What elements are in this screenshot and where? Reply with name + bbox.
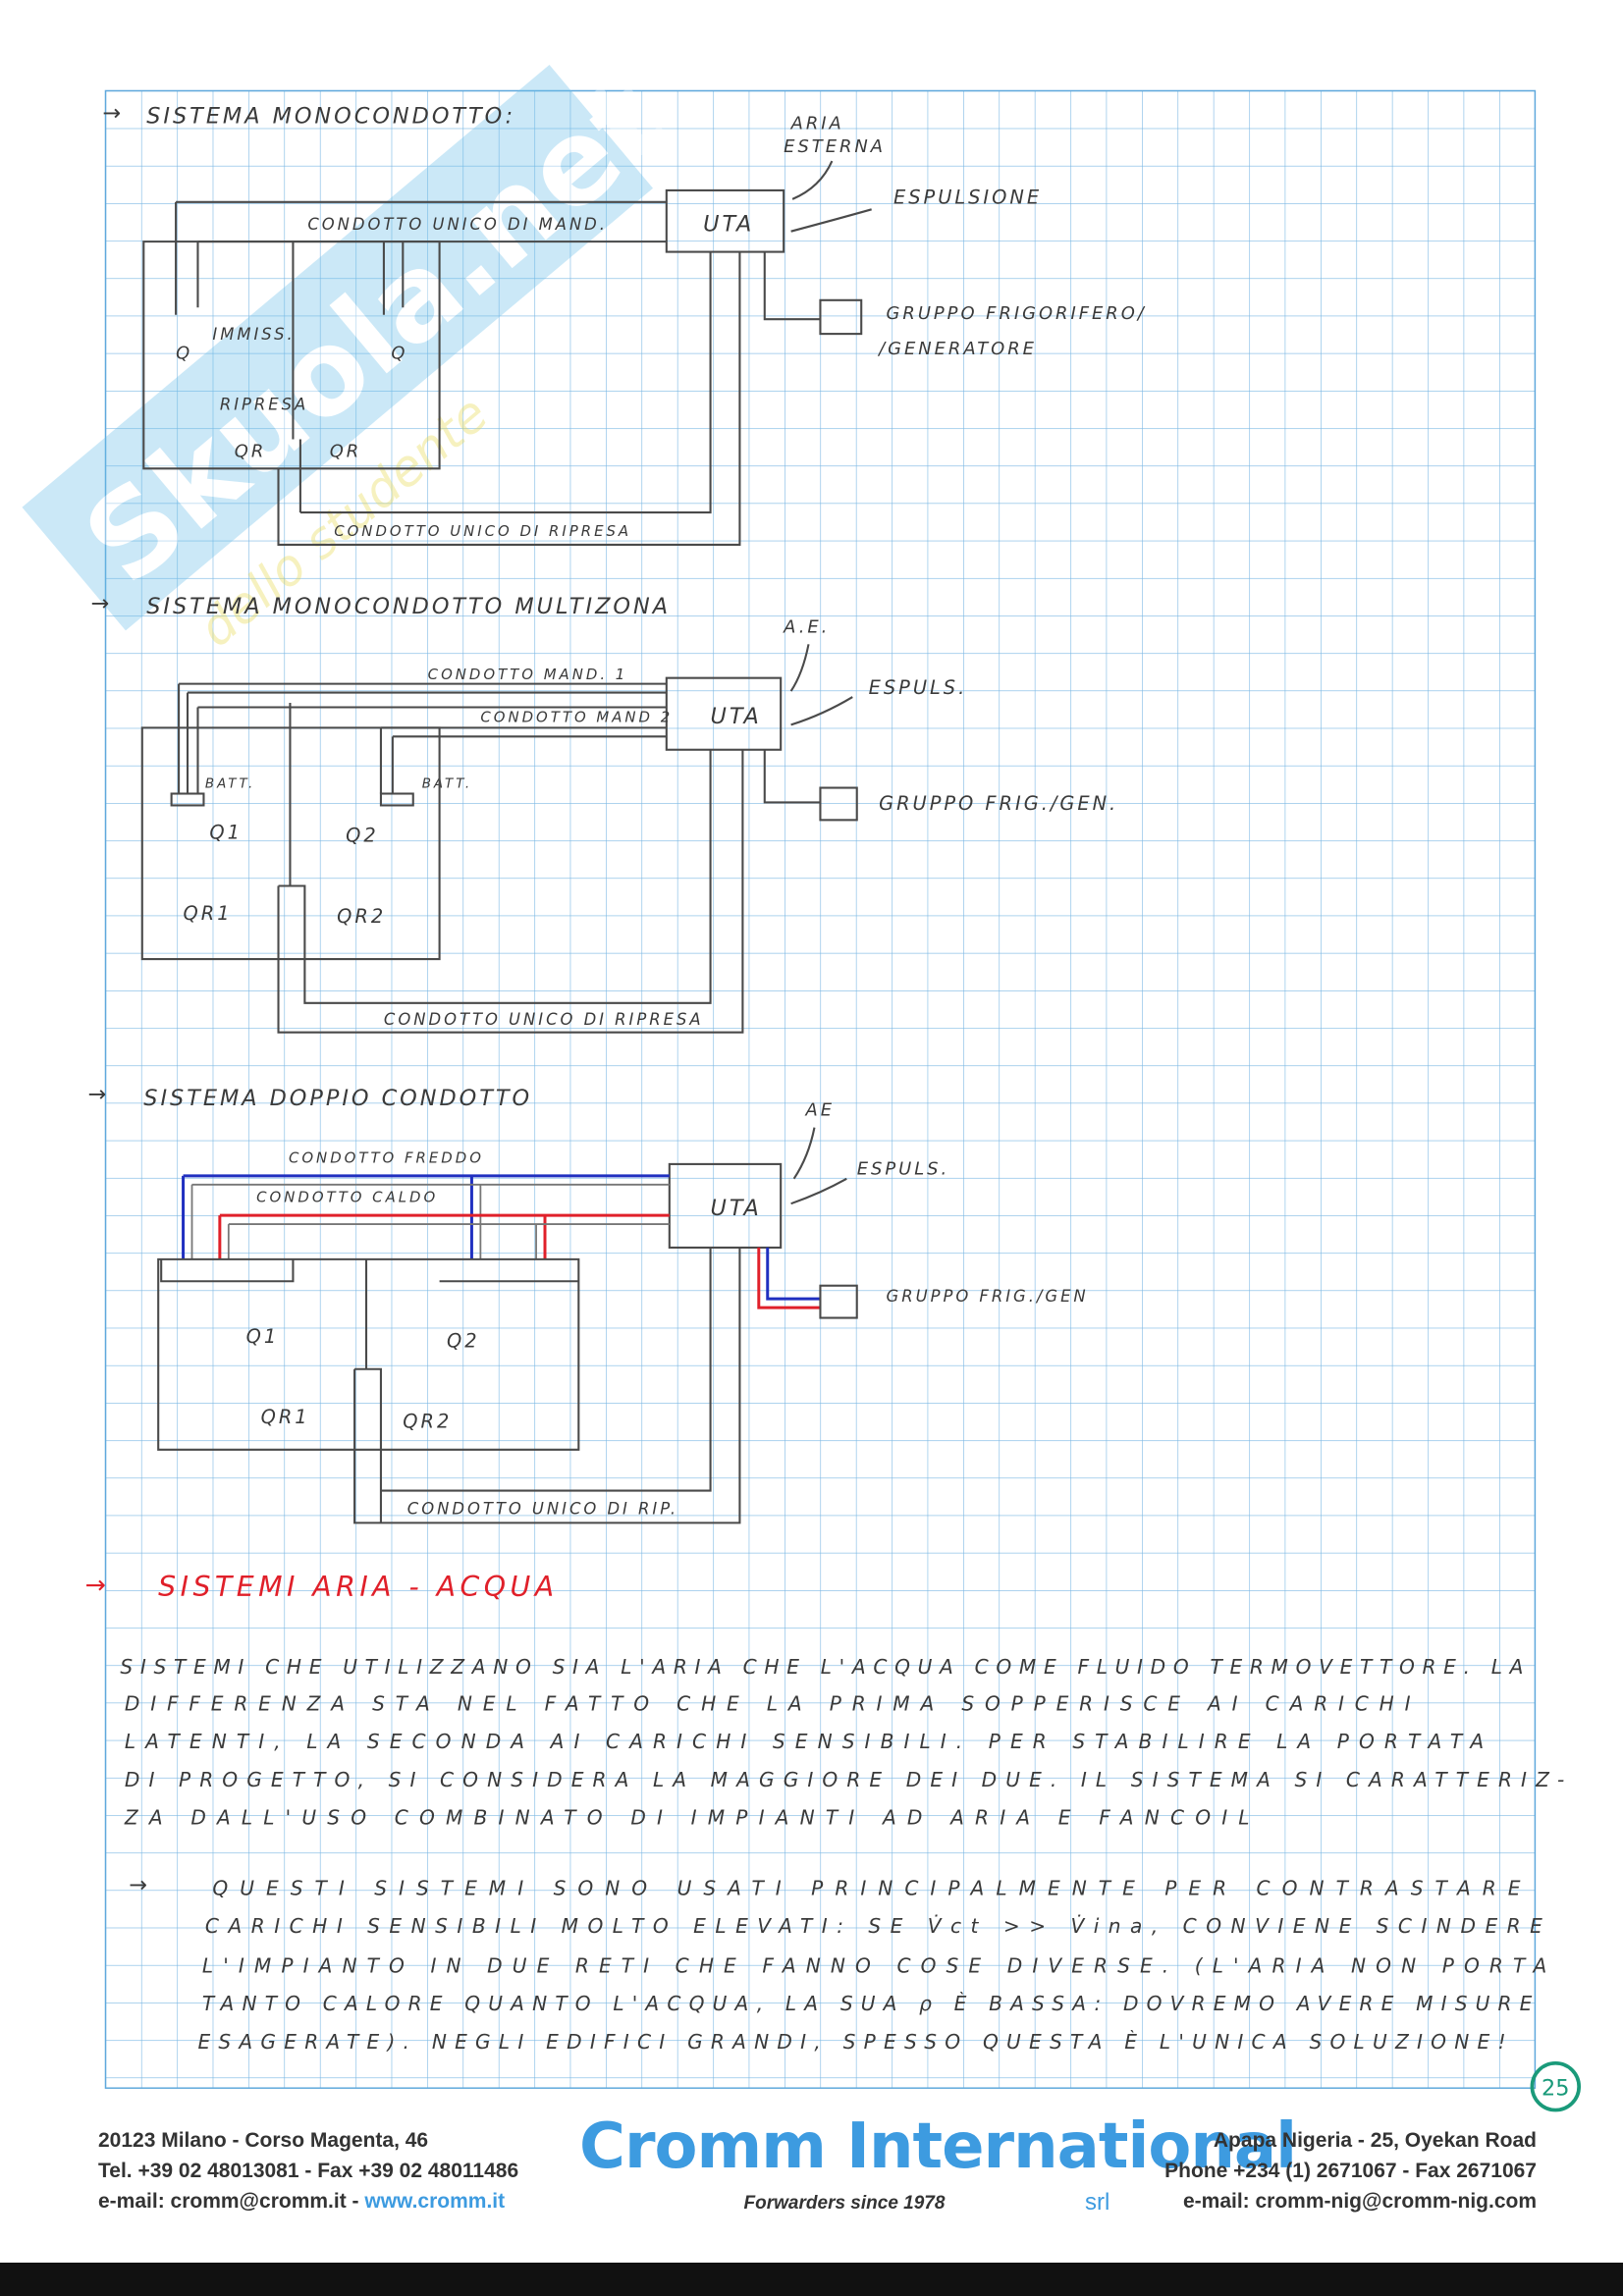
label-espulsione: ESPULSIONE xyxy=(893,186,1042,208)
scan-edge xyxy=(0,2263,1623,2296)
diagram-doppio-condotto: → SISTEMA DOPPIO CONDOTTO AE UTA ESPULS.… xyxy=(88,1082,1089,1524)
label-qr: QR xyxy=(235,441,266,461)
svg-text:25: 25 xyxy=(1542,2076,1569,2102)
text-line: DIFFERENZA STA NEL FATTO CHE LA PRIMA SO… xyxy=(125,1691,1414,1715)
label-q1: Q1 xyxy=(246,1325,280,1348)
label-ripresa: RIPRESA xyxy=(220,396,308,414)
uta-box xyxy=(665,188,785,253)
uta-box xyxy=(668,1162,783,1249)
text-line: TANTO CALORE QUANTO L'ACQUA, LA SUA ρ È … xyxy=(202,1992,1535,2015)
uta-label: UTA xyxy=(711,1196,762,1221)
label-gruppo: GRUPPO FRIGORIFERO/ xyxy=(887,303,1147,324)
label-batt: BATT. xyxy=(422,777,472,792)
section-arrow: → xyxy=(103,100,125,126)
text-line: QUESTI SISTEMI SONO USATI PRINCIPALMENTE… xyxy=(212,1876,1523,1899)
website-link[interactable]: www.cromm.it xyxy=(364,2190,506,2213)
label-mandata: CONDOTTO UNICO DI MAND. xyxy=(307,215,608,234)
svg-text:→: → xyxy=(85,1570,111,1599)
tagline: Forwarders since 1978 xyxy=(743,2193,946,2214)
grid-paper xyxy=(104,89,1537,2089)
label-q: Q xyxy=(391,343,407,363)
label-espuls: ESPULS. xyxy=(869,676,968,699)
phone: Phone +234 (1) 2671067 - Fax 2671067 xyxy=(1164,2160,1537,2182)
section1-title: SISTEMA MONOCONDOTTO: xyxy=(146,103,515,129)
diagram-multizona: → SISTEMA MONOCONDOTTO MULTIZONA A.E. UT… xyxy=(91,591,1118,1034)
uta-label: UTA xyxy=(711,704,762,729)
label-aria: ARIA xyxy=(790,113,844,133)
label-qr2: QR2 xyxy=(403,1410,452,1432)
uta-box xyxy=(665,676,783,751)
label-q2: Q2 xyxy=(346,825,379,847)
label-qr1: QR1 xyxy=(184,902,233,925)
label-ae: A.E. xyxy=(783,616,830,637)
label-caldo: CONDOTTO CALDO xyxy=(256,1189,438,1206)
svg-text:→: → xyxy=(91,591,113,616)
text-line: DI PROGETTO, SI CONSIDERA LA MAGGIORE DE… xyxy=(125,1768,1567,1791)
label-freddo: CONDOTTO FREDDO xyxy=(289,1148,484,1166)
phone: Tel. +39 02 48013081 - Fax +39 02 480114… xyxy=(98,2160,519,2182)
email: e-mail: cromm-nig@cromm-nig.com xyxy=(1182,2190,1537,2213)
gruppo-box xyxy=(819,786,858,822)
label-mand2: CONDOTTO MAND 2 xyxy=(480,708,673,725)
footer-nigeria-address: Apapa Nigeria - 25, Oyekan Road Phone +2… xyxy=(1164,2125,1537,2216)
gruppo-box xyxy=(819,298,863,336)
address: 20123 Milano - Corso Magenta, 46 xyxy=(98,2129,429,2152)
label-mand1: CONDOTTO MAND. 1 xyxy=(428,666,628,683)
label-ripresa-duct: CONDOTTO UNICO DI RIP. xyxy=(407,1499,678,1518)
page-number: 25 xyxy=(1530,2060,1582,2112)
section3-title: SISTEMA DOPPIO CONDOTTO xyxy=(143,1086,532,1111)
text-line: ESAGERATE). NEGLI EDIFICI GRANDI, SPESSO… xyxy=(197,2030,1508,2054)
section4-title: SISTEMI ARIA - ACQUA xyxy=(158,1571,558,1603)
label-batt: BATT. xyxy=(205,777,255,792)
footer-milano-address: 20123 Milano - Corso Magenta, 46 Tel. +3… xyxy=(98,2125,518,2216)
label-qr2: QR2 xyxy=(337,905,386,928)
text-line: SISTEMI CHE UTILIZZANO SIA L'ARIA CHE L'… xyxy=(120,1655,1526,1679)
text-line: LATENTI, LA SECONDA AI CARICHI SENSIBILI… xyxy=(125,1730,1487,1753)
section2-title: SISTEMA MONOCONDOTTO MULTIZONA xyxy=(146,594,671,619)
logo-srl: srl xyxy=(1085,2189,1110,2216)
label-q1: Q1 xyxy=(209,822,243,844)
label-qr1: QR1 xyxy=(261,1406,310,1428)
label-espuls: ESPULS. xyxy=(857,1158,949,1179)
label-generatore: /GENERATORE xyxy=(877,339,1037,359)
label-qr: QR xyxy=(330,441,361,461)
email: e-mail: cromm@cromm.it - xyxy=(98,2190,365,2213)
label-q2: Q2 xyxy=(447,1329,480,1352)
address: Apapa Nigeria - 25, Oyekan Road xyxy=(1213,2129,1537,2152)
label-ae: AE xyxy=(805,1100,836,1121)
gruppo-box xyxy=(819,1284,858,1319)
label-gruppo: GRUPPO FRIG./GEN xyxy=(887,1287,1089,1306)
label-ripresa-duct: CONDOTTO UNICO DI RIPRESA xyxy=(384,1010,704,1029)
svg-text:→: → xyxy=(88,1082,110,1107)
arrow-icon: → xyxy=(129,1872,150,1897)
label-immiss: IMMISS. xyxy=(212,325,295,344)
label-ripresa-duct: CONDOTTO UNICO DI RIPRESA xyxy=(334,522,631,540)
label-gruppo: GRUPPO FRIG./GEN. xyxy=(879,792,1118,815)
label-esterna: ESTERNA xyxy=(784,136,886,157)
cromm-logo: Cromm International xyxy=(579,2110,1297,2183)
uta-label: UTA xyxy=(703,212,754,238)
label-q: Q xyxy=(176,343,192,363)
diagram-monocondotto: → SISTEMA MONOCONDOTTO: ARIA ESTERNA UTA… xyxy=(103,100,1147,546)
